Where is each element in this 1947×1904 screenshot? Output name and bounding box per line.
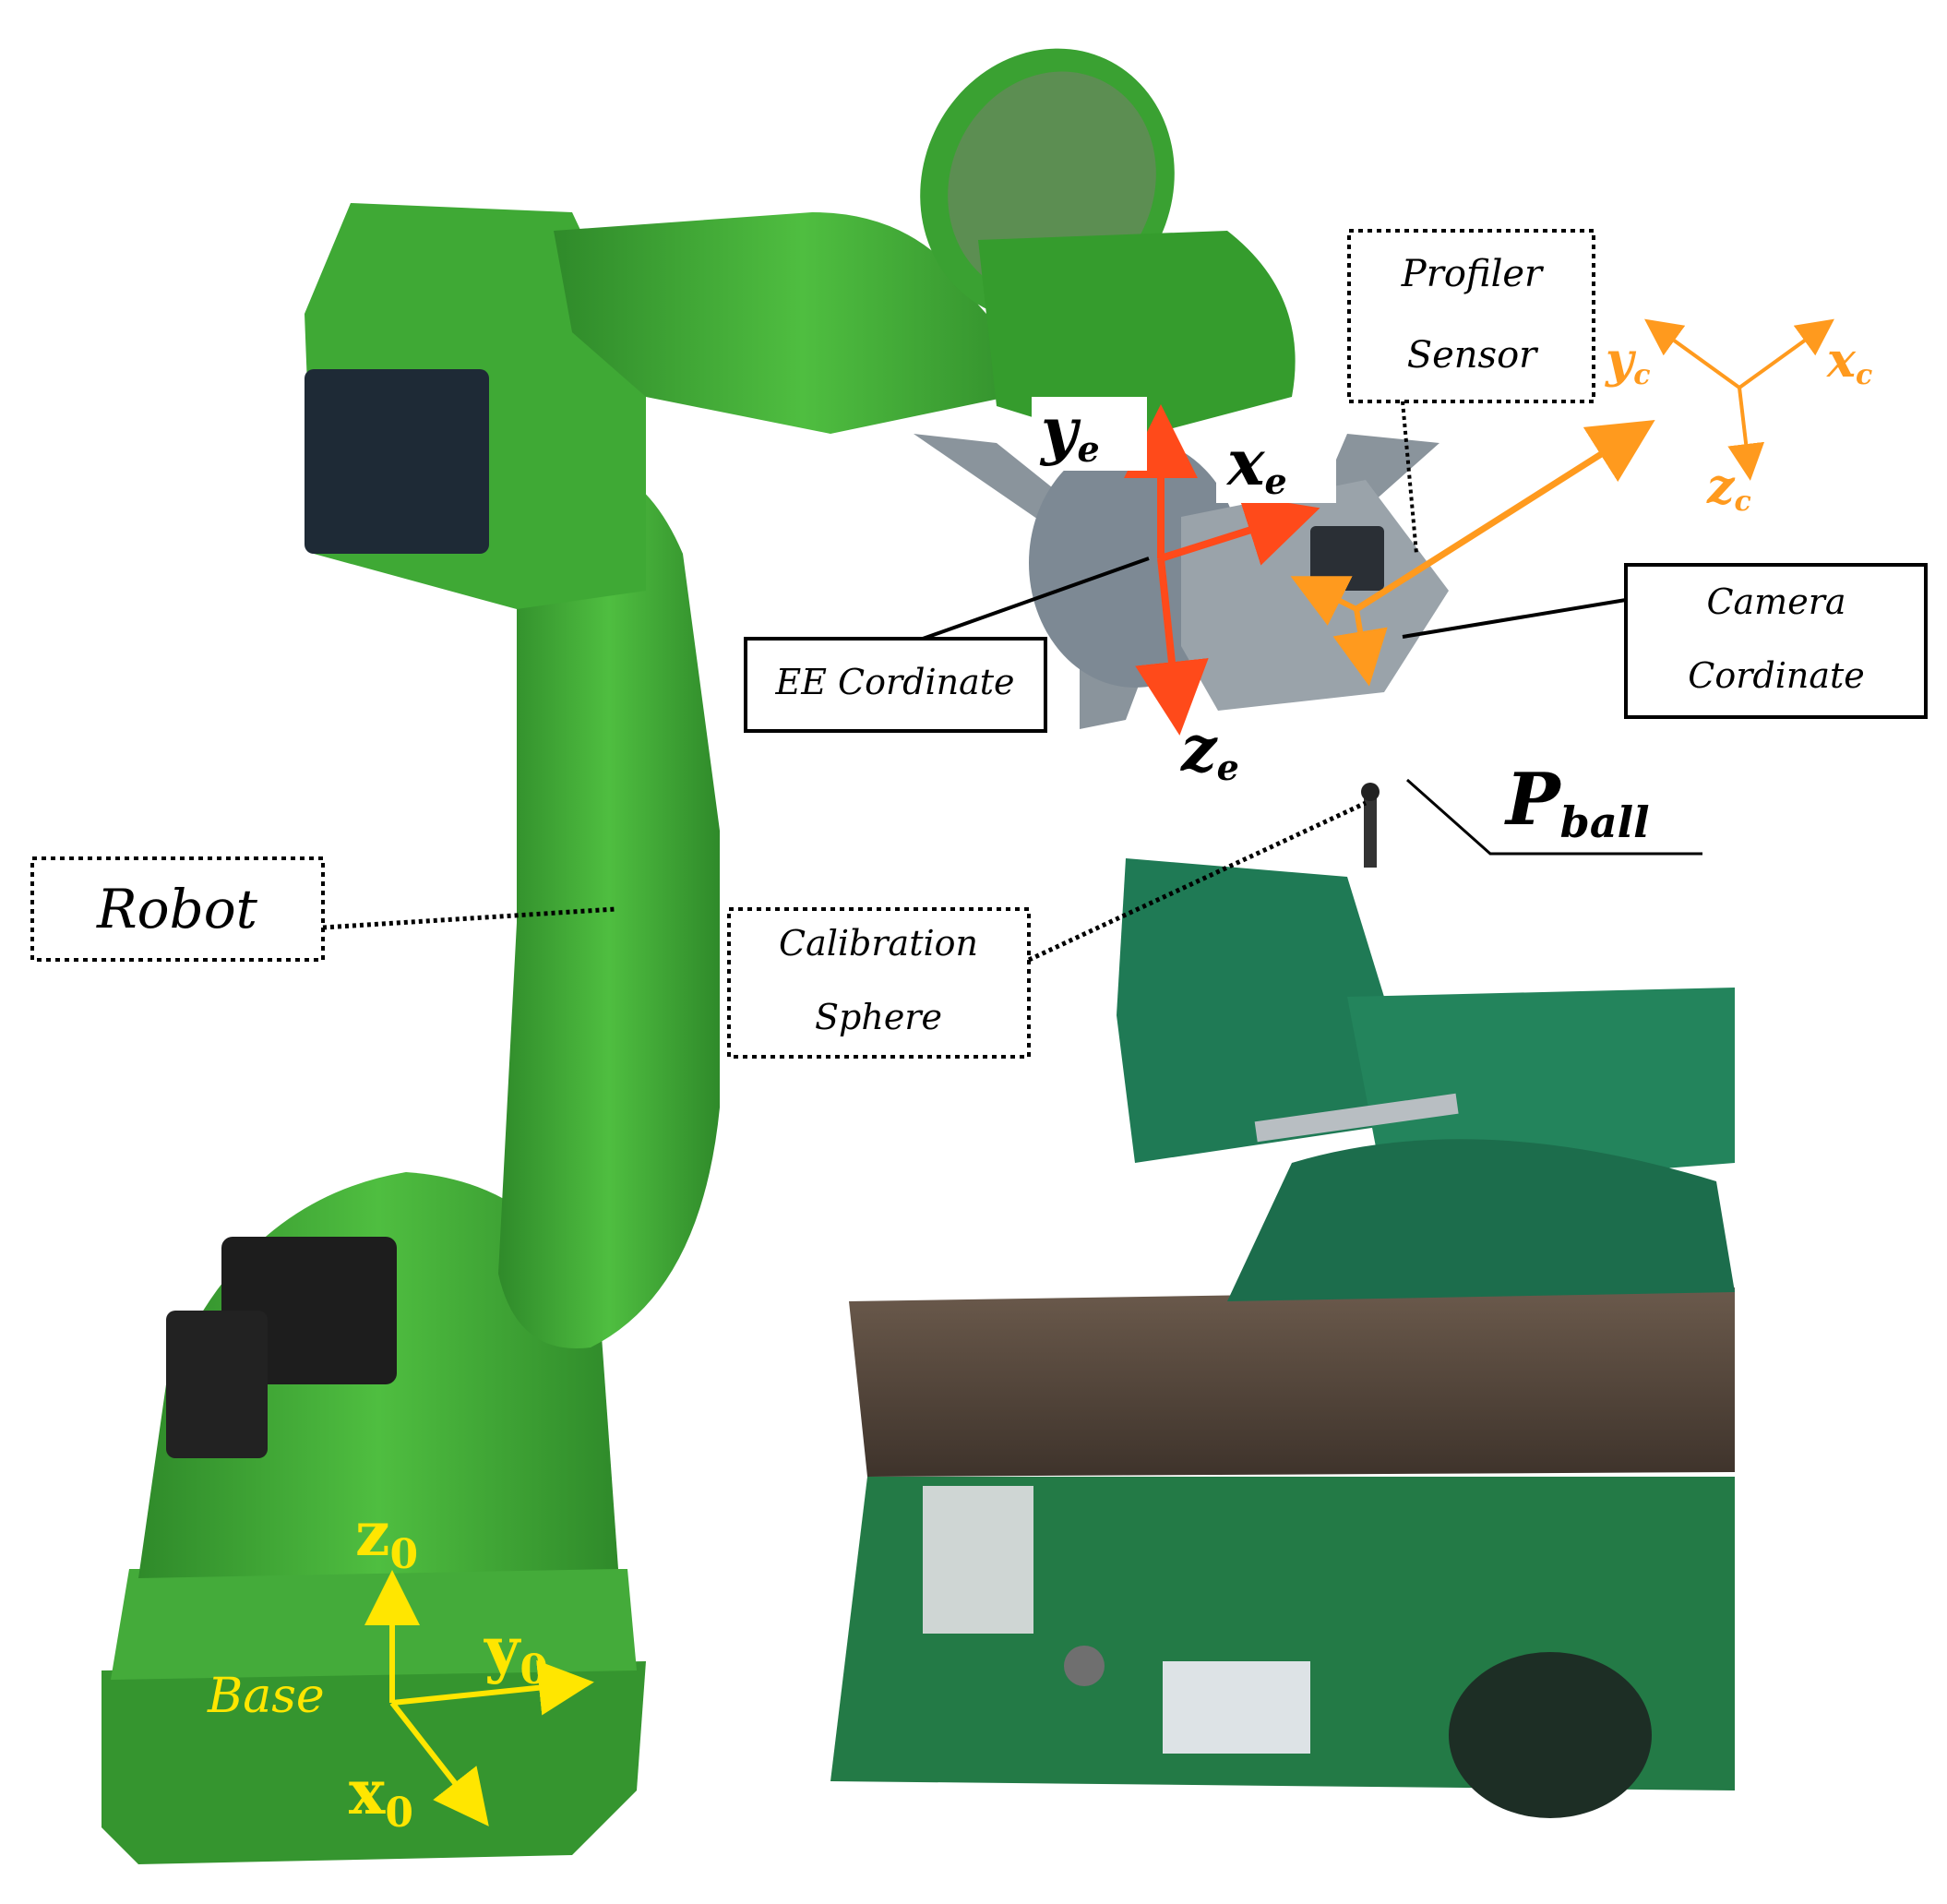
ee-axis-z-main: z (1180, 713, 1218, 786)
camera-window (1310, 526, 1384, 591)
base-axis-y-sub: 0 (520, 1647, 548, 1694)
ee-axis-x-label: xe (1225, 426, 1287, 502)
vise-base (1227, 1139, 1735, 1301)
base-axis-y-main: y (484, 1613, 521, 1685)
base-axis-y-label: y0 (484, 1613, 548, 1694)
pball-sub: ball (1560, 797, 1650, 847)
ee-axis-y-main: y (1039, 394, 1081, 468)
pball-leader (1406, 778, 1702, 856)
base-axes: z0 y0 x0 Base (207, 1498, 594, 1837)
ee-label: EE Cordinate (774, 662, 1014, 702)
robot-base-ring (111, 1569, 637, 1680)
robot-label: Robot (96, 878, 258, 940)
base-axis-z-label: z0 (355, 1498, 418, 1578)
ee-axis-x-sub: e (1265, 461, 1287, 502)
table-hole (1449, 1652, 1652, 1818)
table-sticker (1163, 1661, 1310, 1754)
base-axis-y-arrow (391, 1659, 594, 1716)
camera-axis-x-sub: c (1856, 359, 1872, 391)
robot-motor-2 (166, 1311, 268, 1458)
base-axis-z-sub: 0 (389, 1531, 418, 1578)
calibration-label-box (727, 907, 1031, 1059)
base-axis-x-sub: 0 (385, 1790, 413, 1837)
base-label: Base (207, 1669, 325, 1724)
vise-body (1117, 858, 1384, 1163)
ee-axis-y-label: ye (1039, 394, 1100, 470)
camera-axis-z-label: zc (1706, 459, 1751, 518)
table-top (849, 1287, 1735, 1477)
camera-axis-z-main: z (1706, 459, 1736, 515)
workbench (830, 783, 1735, 1818)
camera-local-axis-2 (1332, 608, 1388, 687)
profiler-leader (1401, 401, 1418, 555)
base-axis-x-label: x0 (349, 1756, 413, 1837)
camera-axis-x-main: x (1826, 332, 1857, 389)
camera-axis-y-label: yc (1605, 332, 1651, 391)
camera-axis-x-label: xc (1826, 332, 1872, 391)
robot-base (102, 1661, 646, 1864)
robot-leader (322, 906, 617, 930)
camera-legend-z-arrow (1727, 387, 1765, 481)
camera-leader (1402, 598, 1627, 639)
table-plate (923, 1486, 1033, 1634)
ee-axis-z-arrow (1135, 557, 1209, 736)
camera-local-axis-1 (1290, 576, 1358, 626)
camera-axes: yc xc zc (1290, 318, 1872, 687)
vise-handle (1254, 1093, 1459, 1143)
ee-axis-z-sub: e (1217, 747, 1239, 788)
camera-axis-z-sub: c (1735, 485, 1751, 518)
camera-label-line1: Camera (1706, 581, 1845, 622)
calibration-leader (1027, 800, 1368, 963)
calibration-sphere-stem (1364, 794, 1377, 868)
table-port (1064, 1646, 1105, 1686)
pball-label: Pball (1504, 758, 1650, 847)
profiler-sensor-body (1181, 480, 1449, 711)
ee-axis-z-label: ze (1180, 713, 1239, 788)
ee-axes: ye xe ze (1032, 394, 1336, 788)
ee-label-box (744, 637, 1047, 733)
annotations: Robot Calibration Sphere EE Cordinate Pr… (30, 229, 1928, 1059)
camera-label-line2: Cordinate (1688, 655, 1864, 696)
base-axis-x-arrow (389, 1701, 489, 1826)
robot-wrist (978, 231, 1296, 443)
camera-axis-y-main: y (1605, 332, 1637, 389)
camera-legend-x-arrow (1738, 318, 1834, 389)
camera-ray-arrow (1355, 420, 1655, 612)
ee-axis-x-bg (1216, 434, 1336, 503)
camera-label-box (1624, 563, 1928, 719)
base-axis-x-main: x (349, 1756, 386, 1828)
robot-label-box (30, 856, 325, 962)
camera-axis-y-sub: c (1633, 359, 1650, 391)
base-axis-z-main: z (355, 1498, 389, 1570)
robot (102, 48, 1449, 1864)
robot-upper-arm (554, 212, 1052, 434)
ee-axis-x-arrow (1159, 495, 1320, 566)
ee-axis-x-main: x (1225, 426, 1266, 500)
calibration-sphere (1361, 783, 1380, 801)
calibration-label-line1: Calibration (779, 923, 978, 964)
robot-shoulder-motor (305, 369, 489, 554)
camera-legend-y-arrow (1644, 318, 1741, 389)
ee-axis-y-sub: e (1078, 428, 1100, 470)
ee-axis-y-bg (1032, 397, 1147, 471)
pball-main: P (1504, 758, 1562, 842)
profiler-label-line1: Profiler (1401, 253, 1545, 295)
profiler-label-line2: Sensor (1407, 334, 1539, 377)
ee-leader (922, 557, 1150, 641)
robot-lower-arm (498, 463, 720, 1348)
calibration-label-line2: Sphere (815, 997, 942, 1037)
profiler-label-box (1347, 229, 1595, 403)
